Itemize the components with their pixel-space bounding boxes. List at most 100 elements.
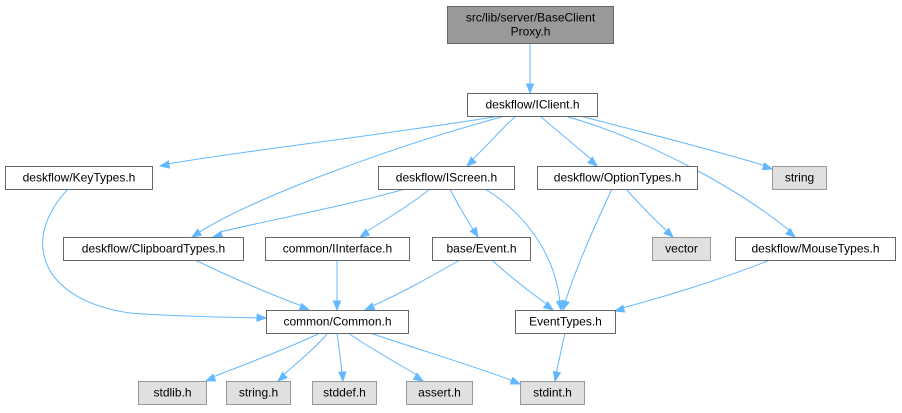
- edge-arrowhead: [276, 371, 288, 382]
- edge-line: [347, 332, 418, 376]
- node-box: [652, 237, 711, 261]
- edge-clipboardtypes-to-common: [194, 259, 311, 311]
- edge-common-to-stddef: [336, 332, 347, 383]
- node-label: string.h: [239, 386, 278, 400]
- edge-arrowhead: [761, 162, 774, 171]
- edge-line: [621, 259, 771, 309]
- edge-iclient-to-iscreen: [465, 115, 517, 167]
- edge-line: [365, 188, 431, 233]
- edge-arrowhead: [613, 304, 626, 313]
- edge-arrowhead: [190, 228, 203, 238]
- edge-eventtypes-to-stdint: [552, 332, 566, 383]
- node-label: common/Common.h: [283, 315, 391, 329]
- edge-iinterface-to-common: [332, 259, 342, 312]
- node-vector: vector: [652, 237, 711, 261]
- node-stddef: stddef.h: [312, 381, 377, 405]
- edge-arrowhead: [298, 302, 311, 311]
- node-label: Proxy.h: [511, 25, 551, 39]
- node-label: deskflow/IScreen.h: [396, 171, 497, 185]
- node-label: vector: [665, 242, 698, 256]
- edge-line: [579, 115, 767, 167]
- edge-arrowhead: [561, 299, 570, 312]
- node-common[interactable]: common/Common.h: [266, 310, 409, 334]
- edge-common-to-string_h: [276, 332, 329, 382]
- edge-arrowhead: [542, 301, 555, 311]
- node-keytypes[interactable]: deskflow/KeyTypes.h: [5, 166, 153, 190]
- edge-iclient-to-string: [579, 115, 774, 171]
- node-mousetypes[interactable]: deskflow/MouseTypes.h: [735, 237, 896, 261]
- node-box: [5, 166, 153, 190]
- node-box: [537, 166, 698, 190]
- edge-line: [219, 188, 406, 233]
- edge-line: [491, 259, 549, 306]
- node-box: [265, 237, 410, 261]
- node-stdlib: stdlib.h: [138, 381, 207, 405]
- node-box: [467, 93, 598, 117]
- edge-optiontypes-to-vector: [625, 188, 675, 238]
- edge-arrowhead: [784, 227, 797, 238]
- edge-arrowhead: [256, 313, 268, 322]
- node-box: [735, 237, 896, 261]
- node-label: string: [785, 171, 814, 185]
- edge-iclient-to-clipboardtypes: [190, 115, 506, 238]
- node-box: [138, 381, 207, 405]
- edge-line: [282, 332, 329, 376]
- node-optiontypes[interactable]: deskflow/OptionTypes.h: [537, 166, 698, 190]
- node-label: deskflow/MouseTypes.h: [751, 242, 879, 256]
- edge-arrowhead: [204, 373, 217, 382]
- node-iinterface[interactable]: common/IInterface.h: [265, 237, 410, 261]
- edge-iscreen-to-clipboardtypes: [211, 188, 406, 239]
- edge-arrowhead: [338, 371, 347, 383]
- edge-baseclientproxy-to-iclient: [525, 42, 535, 95]
- edge-line: [166, 115, 501, 165]
- edge-line: [564, 188, 613, 304]
- edge-arrowhead: [412, 372, 425, 382]
- edge-common-to-stdint: [369, 332, 522, 385]
- edge-iscreen-to-iinterface: [358, 188, 431, 238]
- edge-common-to-assert: [347, 332, 425, 382]
- edge-line: [42, 188, 259, 319]
- node-box: [406, 381, 473, 405]
- node-iscreen[interactable]: deskflow/IScreen.h: [378, 166, 515, 190]
- edge-line: [212, 332, 321, 378]
- node-event[interactable]: base/Event.h: [432, 237, 531, 261]
- edge-arrowhead: [332, 300, 342, 312]
- edge-arrowhead: [363, 302, 376, 311]
- node-box: [312, 381, 377, 405]
- edge-arrowhead: [525, 83, 535, 95]
- edge-optiontypes-to-eventtypes: [561, 188, 613, 312]
- edge-line: [471, 115, 517, 161]
- edge-iclient-to-optiontypes: [539, 115, 599, 167]
- node-box: [432, 237, 531, 261]
- node-label: deskflow/OptionTypes.h: [554, 171, 681, 185]
- edge-event-to-common: [363, 259, 461, 311]
- node-eventtypes[interactable]: EventTypes.h: [515, 310, 616, 334]
- node-clipboardtypes[interactable]: deskflow/ClipboardTypes.h: [63, 237, 244, 261]
- node-box: [772, 166, 827, 190]
- edge-line: [625, 188, 669, 233]
- edge-arrowhead: [469, 226, 479, 239]
- edge-keytypes-to-common: [42, 188, 268, 322]
- node-box: [447, 6, 614, 44]
- node-label: src/lib/server/BaseClient: [466, 11, 596, 25]
- edge-line: [194, 259, 303, 307]
- edge-event-to-eventtypes: [491, 259, 555, 311]
- node-assert: assert.h: [406, 381, 473, 405]
- node-label: base/Event.h: [446, 242, 516, 256]
- node-label: EventTypes.h: [529, 315, 602, 329]
- edge-iscreen-to-event: [449, 188, 479, 239]
- edge-arrowhead: [552, 370, 562, 383]
- node-label: deskflow/ClipboardTypes.h: [82, 242, 225, 256]
- edge-line: [555, 332, 566, 375]
- edge-iclient-to-keytypes: [158, 115, 501, 169]
- edge-common-to-stdlib: [204, 332, 321, 382]
- node-box: [520, 381, 585, 405]
- node-iclient[interactable]: deskflow/IClient.h: [467, 93, 598, 117]
- edge-arrowhead: [465, 156, 477, 167]
- node-label: assert.h: [418, 386, 461, 400]
- edge-arrowhead: [587, 156, 599, 167]
- edge-arrowhead: [509, 376, 522, 385]
- edge-arrowhead: [158, 160, 171, 169]
